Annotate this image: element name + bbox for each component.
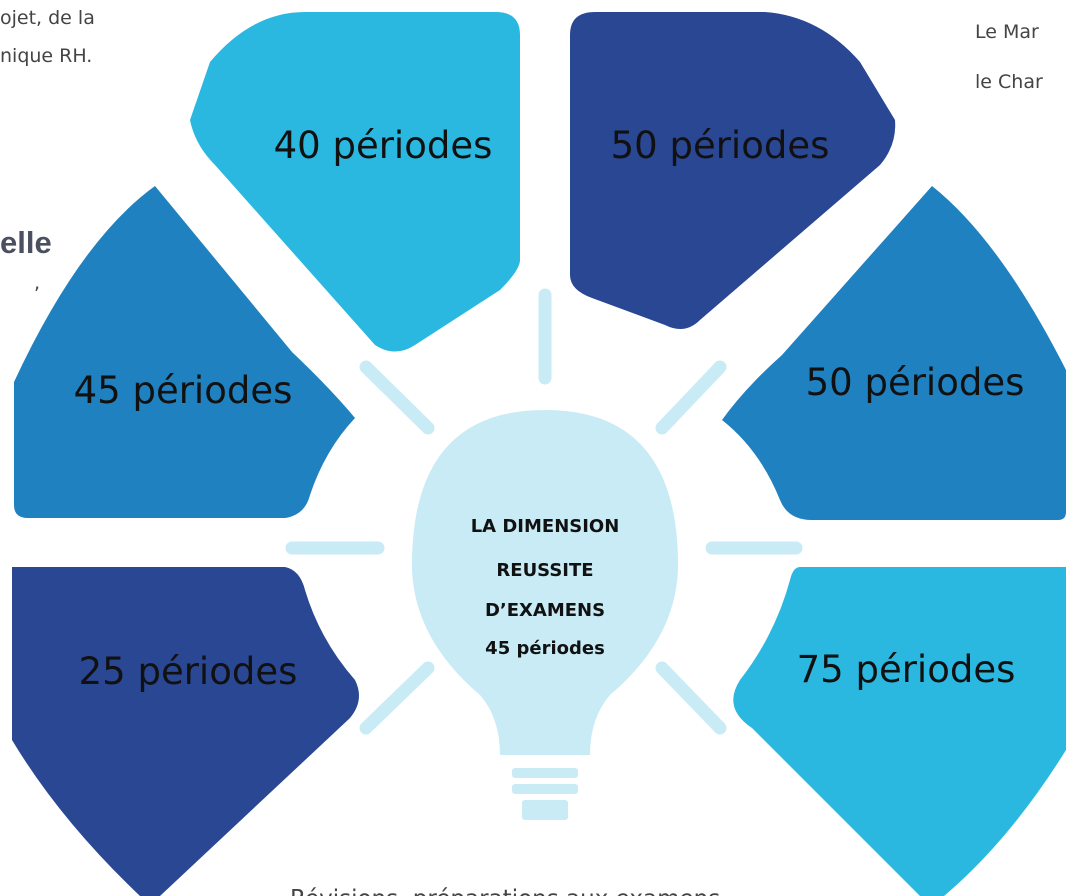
segment-label-bottom-right: 75 périodes bbox=[797, 648, 1016, 691]
center-line-1: LA DIMENSION bbox=[471, 516, 620, 537]
top-left-text-fragment-2: nique RH. bbox=[0, 45, 93, 67]
ray-upper-left bbox=[359, 360, 435, 435]
center-line-4: 45 périodes bbox=[485, 638, 605, 659]
top-right-text-fragment-2: le Char bbox=[975, 71, 1043, 93]
left-heading-fragment: elle bbox=[0, 225, 52, 260]
center-line-3: D’EXAMENS bbox=[485, 600, 605, 621]
segment-bottom-left bbox=[12, 567, 359, 896]
top-left-text-fragment-1: ojet, de la bbox=[0, 7, 95, 29]
segment-label-mid-left: 45 périodes bbox=[74, 369, 293, 412]
segment-label-top-right: 50 périodes bbox=[611, 124, 830, 167]
segment-top-left bbox=[190, 12, 520, 352]
ray-lower-left bbox=[359, 661, 435, 735]
segment-label-bottom-left: 25 périodes bbox=[79, 650, 298, 693]
ray-lower-right bbox=[655, 661, 727, 735]
light-bulb-icon bbox=[411, 410, 679, 820]
segment-top-right bbox=[570, 12, 896, 329]
left-punct-1: , bbox=[34, 272, 41, 294]
center-line-2: REUSSITE bbox=[496, 560, 593, 581]
ray-upper-right bbox=[655, 360, 727, 435]
top-right-text-fragment-1: Le Mar bbox=[975, 21, 1039, 43]
segment-label-top-left: 40 périodes bbox=[274, 124, 493, 167]
segment-bottom-right bbox=[733, 567, 1066, 896]
segment-mid-left bbox=[14, 186, 355, 518]
segment-mid-right bbox=[722, 186, 1066, 520]
segment-label-mid-right: 50 périodes bbox=[806, 361, 1025, 404]
bottom-caption: Révisions, préparations aux examens bbox=[290, 886, 720, 896]
